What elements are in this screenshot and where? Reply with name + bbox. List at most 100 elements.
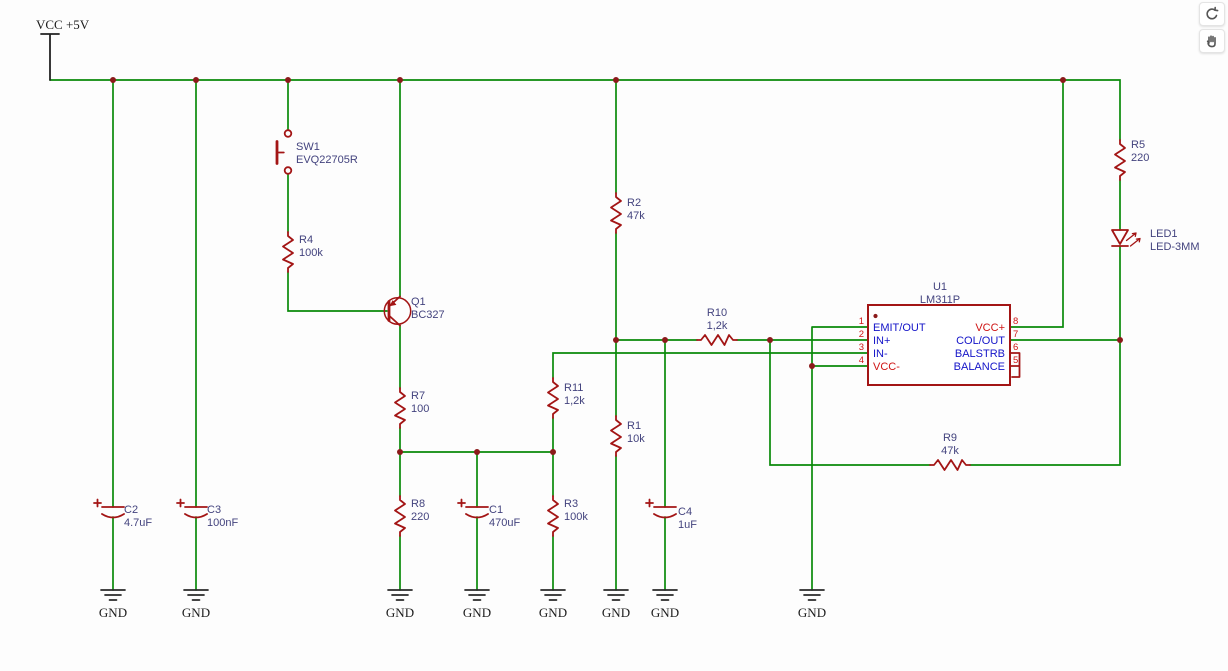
pin-number-2: 2 [859, 329, 864, 340]
junction-dot [809, 363, 815, 369]
resistor-symbol [283, 232, 293, 272]
wire-r4-q1-base[interactable] [288, 272, 387, 311]
c1-value-label: 470uF [489, 517, 520, 529]
r4-value-label: 100k [299, 247, 323, 259]
junction-dot [110, 77, 116, 83]
component-r3[interactable]: R3 100k [548, 496, 588, 536]
wire-node-r7-r8-c1-r11-r3[interactable] [400, 418, 553, 507]
switch-contact [285, 167, 292, 174]
gnd-flag[interactable]: GND [463, 590, 491, 620]
q1-value-label: BC327 [411, 309, 445, 321]
component-r5[interactable]: R5 220 [1115, 139, 1149, 180]
gnd-flag[interactable]: GND [539, 590, 567, 620]
junction-dot [397, 77, 403, 83]
r7-ref-label: R7 [411, 390, 425, 402]
resistor-symbol [395, 388, 405, 428]
gnd-label: GND [182, 605, 210, 620]
c4-ref-label: C4 [678, 506, 692, 518]
junction-dot [397, 449, 403, 455]
component-c2[interactable]: C2 4.7uF [94, 500, 152, 530]
r10-ref-label: R10 [707, 307, 727, 319]
component-c3[interactable]: C3 100nF [177, 500, 238, 530]
capacitor-symbol [94, 500, 124, 518]
sw1-ref-label: SW1 [296, 141, 320, 153]
junction-dot [613, 337, 619, 343]
gnd-flag[interactable]: GND [99, 590, 127, 620]
pin-number-4: 4 [859, 355, 864, 366]
r5-ref-label: R5 [1131, 139, 1145, 151]
pin-name-in-plus: IN+ [873, 335, 890, 347]
gnd-label: GND [651, 605, 679, 620]
resistor-symbol [1115, 140, 1125, 180]
u1-value-label: LM311P [920, 294, 960, 306]
resistor-symbol [930, 460, 970, 470]
c4-value-label: 1uF [678, 519, 697, 531]
component-c1[interactable]: C1 470uF [458, 500, 520, 530]
junction-dot [550, 449, 556, 455]
pin-name-vcc-plus: VCC+ [975, 322, 1005, 334]
resistor-symbol [697, 335, 737, 345]
pin-name-col-out: COL/OUT [956, 335, 1005, 347]
c2-ref-label: C2 [124, 504, 138, 516]
r1-value-label: 10k [627, 433, 645, 445]
led1-value-label: LED-3MM [1150, 241, 1200, 253]
r8-value-label: 220 [411, 511, 429, 523]
gnd-flag[interactable]: GND [386, 590, 414, 620]
component-sw1[interactable]: SW1 EVQ22705R [277, 130, 358, 174]
component-r7[interactable]: R7 100 [395, 388, 429, 428]
power-flag-vcc[interactable]: VCC +5V [36, 17, 90, 80]
pin-name-emit-out: EMIT/OUT [873, 322, 926, 334]
gnd-symbol [465, 590, 489, 600]
wire-net-r2-r1-c4-r10[interactable] [616, 233, 697, 507]
component-u1[interactable]: U1 LM311P 1 2 3 4 EMIT/OUT IN+ IN- VCC- … [859, 281, 1020, 385]
gnd-flag[interactable]: GND [651, 590, 679, 620]
component-q1[interactable]: Q1 BC327 [384, 296, 444, 326]
transistor-leads [390, 297, 401, 326]
component-r1[interactable]: R1 10k [611, 416, 645, 456]
component-r4[interactable]: R4 100k [283, 232, 323, 272]
component-r10[interactable]: R10 1,2k [697, 307, 737, 345]
r10-value-label: 1,2k [707, 320, 728, 332]
component-r2[interactable]: R2 47k [611, 193, 645, 233]
pan-hand-icon[interactable] [1199, 29, 1225, 53]
wire-net-gnd[interactable] [113, 327, 868, 590]
r9-value-label: 47k [941, 445, 959, 457]
rotate-arrow-glyph [1204, 6, 1220, 22]
resistor-symbol [395, 496, 405, 536]
gnd-symbol [604, 590, 628, 600]
gnd-flag[interactable]: GND [602, 590, 630, 620]
component-r9[interactable]: R9 47k [930, 432, 970, 470]
junction-dot [193, 77, 199, 83]
r11-value-label: 1,2k [564, 395, 585, 407]
r4-ref-label: R4 [299, 234, 313, 246]
r2-ref-label: R2 [627, 197, 641, 209]
rotate-view-icon[interactable] [1199, 2, 1225, 26]
component-r11[interactable]: R11 1,2k [548, 378, 585, 418]
gnd-flag[interactable]: GND [798, 590, 826, 620]
junction-dot [1117, 337, 1123, 343]
u1-ref-label: U1 [933, 281, 947, 293]
junction-dot [767, 337, 773, 343]
component-led1[interactable]: LED1 LED-3MM [1112, 228, 1200, 253]
component-c4[interactable]: C4 1uF [646, 500, 697, 532]
c2-value-label: 4.7uF [124, 517, 152, 529]
pin-number-1: 1 [859, 316, 864, 327]
led-emission-arrows [1127, 233, 1141, 246]
r3-value-label: 100k [564, 511, 588, 523]
canvas-toolbar [1199, 2, 1225, 53]
r7-value-label: 100 [411, 403, 429, 415]
gnd-label: GND [798, 605, 826, 620]
r3-ref-label: R3 [564, 498, 578, 510]
junction-dot [613, 77, 619, 83]
pin1-marker [873, 314, 877, 318]
r2-value-label: 47k [627, 210, 645, 222]
component-r8[interactable]: R8 220 [395, 496, 429, 536]
c3-value-label: 100nF [207, 517, 238, 529]
gnd-flag[interactable]: GND [182, 590, 210, 620]
gnd-symbol [653, 590, 677, 600]
r9-ref-label: R9 [943, 432, 957, 444]
pin-number-3: 3 [859, 342, 864, 353]
pin-number-8: 8 [1013, 316, 1018, 327]
